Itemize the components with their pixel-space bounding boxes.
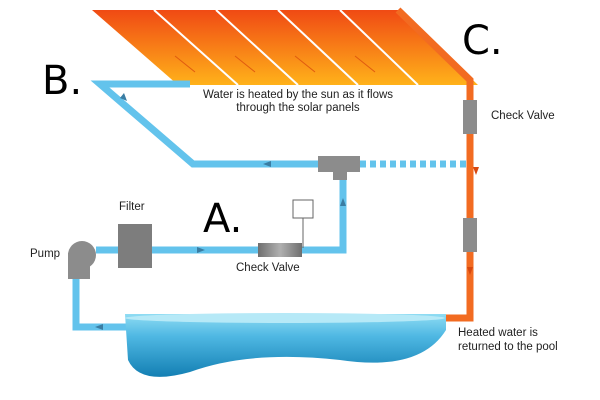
- pool-surface: [125, 313, 445, 323]
- solar-panels: [92, 9, 478, 86]
- tee-junction: [318, 156, 360, 180]
- section-b-label: B.: [42, 58, 83, 104]
- pipe-pool-to-pump: [72, 278, 128, 331]
- check-valve-lower-label: Check Valve: [236, 262, 300, 274]
- filter: [118, 224, 152, 268]
- panel-caption-line1: Water is heated by the sun as it flows: [202, 89, 394, 101]
- panel-flow-arrows: [174, 55, 376, 73]
- hot-line-valve: [463, 218, 477, 252]
- panel-dividers: [153, 9, 419, 86]
- cold-pipe-network: [72, 80, 468, 331]
- flow-arrows: [95, 93, 479, 330]
- pump-label: Pump: [30, 248, 61, 260]
- panel-caption-line2: through the solar panels: [236, 102, 360, 114]
- check-valve-lower: [258, 243, 302, 257]
- controller-box: [292, 199, 314, 248]
- section-c-label: C.: [462, 18, 503, 64]
- section-a-label: A.: [203, 196, 243, 242]
- filter-label: Filter: [119, 201, 145, 213]
- pump: [68, 241, 96, 279]
- check-valve-upper: [463, 100, 477, 134]
- pool: [125, 314, 446, 377]
- hot-pipe: [395, 7, 474, 322]
- heated-water-label: Heated water is returned to the pool: [458, 327, 558, 353]
- check-valve-upper-label: Check Valve: [491, 110, 555, 122]
- pipe-to-panels: [90, 80, 327, 168]
